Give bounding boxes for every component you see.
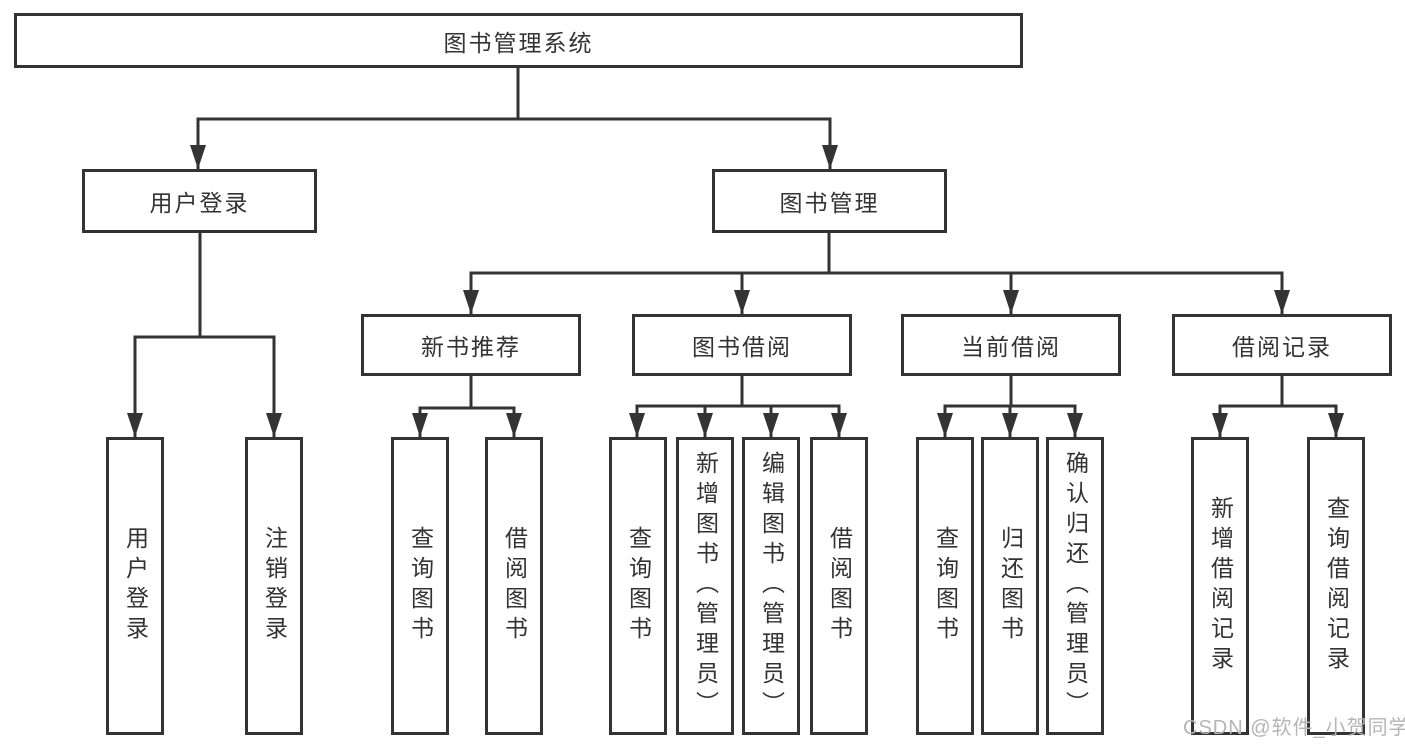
node-root: 图书管理系统: [14, 13, 1023, 68]
node-nb-borrow-books-label: 借阅图书: [501, 526, 528, 646]
node-cb-query-books-label: 查询图书: [932, 526, 959, 646]
node-new-book-rec-label: 新书推荐: [421, 334, 521, 360]
node-br-add-record-label: 新增借阅记录: [1207, 496, 1234, 676]
node-nb-query-books: 查询图书: [391, 437, 449, 735]
node-nb-borrow-books: 借阅图书: [485, 437, 543, 735]
node-cb-query-books: 查询图书: [916, 437, 974, 735]
node-cb-confirm-return-admin-label: 确认归还（管理员）: [1062, 451, 1089, 721]
node-borrow-records: 借阅记录: [1172, 314, 1392, 376]
node-bb-query-books: 查询图书: [609, 437, 667, 735]
node-cb-confirm-return-admin: 确认归还（管理员）: [1046, 437, 1104, 735]
node-book-mgmt-label: 图书管理: [779, 190, 880, 216]
node-bb-edit-books-admin-label: 编辑图书（管理员）: [758, 451, 785, 721]
node-bb-add-books-admin-label: 新增图书（管理员）: [692, 451, 719, 721]
node-nb-query-books-label: 查询图书: [407, 526, 434, 646]
node-current-borrow-label: 当前借阅: [961, 334, 1061, 360]
node-bb-borrow-books: 借阅图书: [810, 437, 868, 735]
node-br-add-record: 新增借阅记录: [1191, 437, 1249, 735]
node-bb-query-books-label: 查询图书: [625, 526, 652, 646]
node-borrow-records-label: 借阅记录: [1232, 334, 1332, 360]
node-bb-edit-books-admin: 编辑图书（管理员）: [742, 437, 800, 735]
node-bb-borrow-books-label: 借阅图书: [826, 526, 853, 646]
node-bb-add-books-admin: 新增图书（管理员）: [676, 437, 734, 735]
node-login: 用户登录: [106, 437, 164, 735]
node-logout-label: 注销登录: [261, 526, 288, 646]
node-current-borrow: 当前借阅: [901, 314, 1121, 376]
node-book-mgmt: 图书管理: [712, 169, 947, 233]
node-new-book-rec: 新书推荐: [361, 314, 581, 376]
node-root-label: 图书管理系统: [443, 29, 594, 56]
node-br-query-record: 查询借阅记录: [1307, 437, 1365, 735]
node-book-borrow: 图书借阅: [632, 314, 852, 376]
node-book-borrow-label: 图书借阅: [692, 334, 792, 360]
node-user-login: 用户登录: [82, 169, 317, 233]
node-user-login-label: 用户登录: [149, 190, 250, 216]
csdn-watermark: CSDN @软件_小贺同学: [1183, 717, 1405, 739]
node-cb-return-books: 归还图书: [981, 437, 1039, 735]
node-login-label: 用户登录: [122, 526, 149, 646]
node-logout: 注销登录: [245, 437, 303, 735]
node-br-query-record-label: 查询借阅记录: [1323, 496, 1350, 676]
node-cb-return-books-label: 归还图书: [997, 526, 1024, 646]
